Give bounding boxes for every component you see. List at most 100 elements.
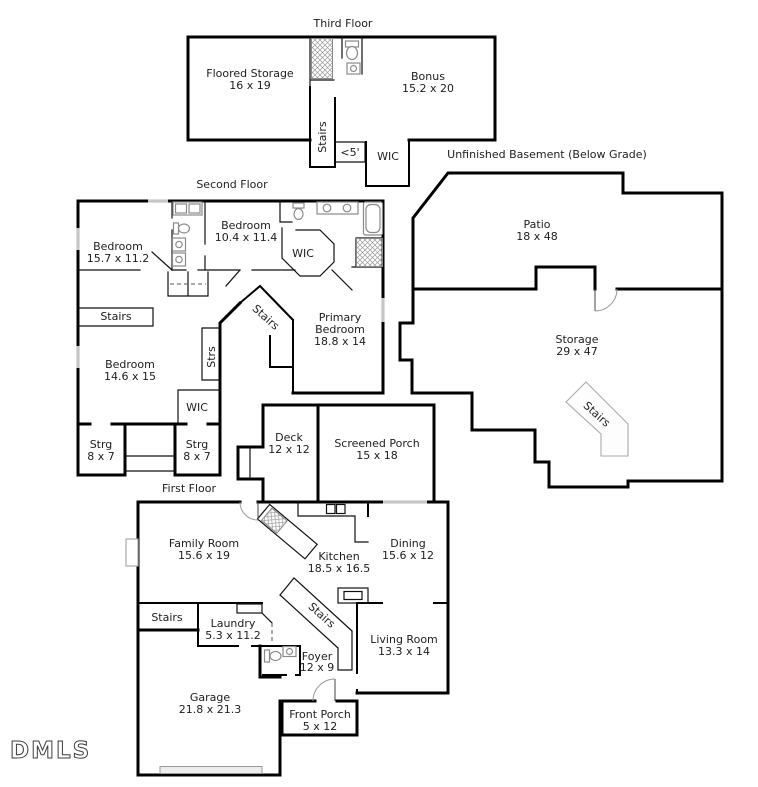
first-floor-right-wall bbox=[355, 500, 450, 695]
screened-porch-label: Screened Porch bbox=[334, 437, 419, 450]
basement-outline bbox=[398, 171, 724, 489]
low-clearance-label: <5' bbox=[340, 146, 359, 159]
foyer-label: Foyer bbox=[302, 650, 333, 663]
second-stair-band bbox=[238, 284, 295, 394]
patio-label: Patio bbox=[524, 218, 551, 231]
strg2-label: Strg bbox=[186, 438, 209, 451]
deck-dims: 12 x 12 bbox=[268, 443, 310, 456]
strg-connector bbox=[124, 455, 176, 472]
garage-door bbox=[159, 766, 263, 774]
built-in-cabinet bbox=[337, 587, 369, 604]
front-porch-box bbox=[280, 699, 359, 737]
strs-box bbox=[201, 327, 221, 381]
first-stair-band bbox=[279, 577, 353, 671]
living-room-dims: 13.3 x 14 bbox=[378, 645, 430, 658]
dmls-watermark: DMLS bbox=[10, 738, 91, 764]
bedroom1-label: Bedroom bbox=[93, 240, 143, 253]
primary-label: Primary bbox=[319, 311, 362, 324]
bedroom2-label: Bedroom bbox=[221, 219, 271, 232]
wic3-label: WIC bbox=[186, 401, 208, 414]
toilet-bowl-icon bbox=[293, 207, 304, 221]
patio-dims: 18 x 48 bbox=[516, 230, 558, 243]
garage-label: Garage bbox=[190, 691, 231, 704]
wic2-label: WIC bbox=[292, 247, 314, 260]
sink-basin-icon bbox=[285, 647, 294, 656]
deck-door-arc bbox=[239, 501, 259, 521]
wic3-walls bbox=[177, 389, 221, 425]
laundry-label: Laundry bbox=[211, 617, 256, 630]
laundry-angle-wall bbox=[261, 612, 273, 624]
shower-hatch bbox=[356, 238, 383, 267]
hall-stairs-label: Stairs bbox=[100, 310, 132, 323]
bedroom3-dims: 14.6 x 15 bbox=[104, 370, 156, 383]
floored-storage-dims: 16 x 19 bbox=[229, 79, 271, 92]
front-porch-label: Front Porch bbox=[289, 708, 351, 721]
deck-outline bbox=[236, 403, 320, 504]
basement-title: Unfinished Basement (Below Grade) bbox=[447, 148, 647, 161]
fireplace-bump bbox=[125, 538, 139, 567]
bonus-label: Bonus bbox=[411, 70, 445, 83]
deck-label: Deck bbox=[275, 431, 303, 444]
toilet-bowl-icon bbox=[269, 650, 282, 662]
third-floor-wic-walls bbox=[365, 139, 410, 187]
kitchen-sink-icon bbox=[325, 503, 336, 515]
kitchen-dims: 18.5 x 16.5 bbox=[308, 562, 371, 575]
third-floor-walls bbox=[186, 35, 497, 187]
toilet-tank-icon bbox=[263, 649, 271, 663]
wic2-walls bbox=[281, 227, 335, 277]
third-floor-title: Third Floor bbox=[313, 17, 373, 30]
sink-basin-icon bbox=[175, 255, 183, 264]
half-bath-walls bbox=[262, 645, 301, 676]
vanity-sink-icon bbox=[174, 203, 188, 214]
kitchen-label: Kitchen bbox=[318, 550, 359, 563]
water-closet-walls bbox=[279, 200, 293, 223]
family-room-label: Family Room bbox=[169, 537, 239, 550]
second-floor-outline bbox=[76, 199, 385, 426]
garage-dims: 21.8 x 21.3 bbox=[179, 703, 242, 716]
laundry-cabinet bbox=[236, 603, 263, 614]
kitchen-sink-icon bbox=[335, 503, 346, 515]
stairs-closet-label: Stairs bbox=[151, 611, 183, 624]
kitchen-counter bbox=[297, 501, 369, 543]
third-wic-label: WIC bbox=[377, 150, 399, 163]
third-floor-bath-walls bbox=[309, 36, 363, 88]
second-floor-right-lower bbox=[218, 300, 243, 426]
storage-label: Storage bbox=[555, 333, 598, 346]
dining-label: Dining bbox=[390, 537, 426, 550]
third-floor-labels: Third Floor Floored Storage 16 x 19 Bonu… bbox=[206, 17, 454, 163]
stairs-closet-walls bbox=[137, 602, 199, 647]
vanity-sink-icon bbox=[322, 203, 332, 213]
door-arc bbox=[594, 288, 618, 312]
second-floor-walls bbox=[76, 199, 385, 477]
strg-boxes bbox=[76, 422, 222, 477]
bedroom3-label: Bedroom bbox=[105, 358, 155, 371]
basement-stairs-glyph bbox=[565, 381, 629, 457]
toilet-tank-icon bbox=[172, 222, 180, 235]
bedroom-bottom-walls bbox=[77, 251, 296, 271]
front-door-arc bbox=[312, 678, 336, 702]
strg1-dims: 8 x 7 bbox=[87, 450, 115, 463]
shower-hatch bbox=[311, 38, 333, 79]
third-floor-stairs-box bbox=[309, 86, 336, 168]
toilet-bowl-icon bbox=[177, 223, 191, 234]
second-floor-labels: Second Floor Bedroom 15.7 x 11.2 Bedroom… bbox=[87, 178, 366, 463]
strg2-dims: 8 x 7 bbox=[183, 450, 211, 463]
foyer-dims: 12 x 9 bbox=[300, 661, 335, 674]
built-in-cabinet-inner bbox=[343, 590, 363, 601]
living-room-label: Living Room bbox=[370, 633, 438, 646]
basement-walls bbox=[398, 171, 724, 489]
primary-label2: Bedroom bbox=[315, 323, 365, 336]
second-floor-windows bbox=[76, 199, 385, 368]
strs-label: Strs bbox=[205, 346, 218, 368]
bonus-dims: 15.2 x 20 bbox=[402, 82, 454, 95]
storage-dims: 29 x 47 bbox=[556, 345, 598, 358]
strg1-label: Strg bbox=[90, 438, 113, 451]
primary-dims: 18.8 x 14 bbox=[314, 335, 366, 348]
bedroom1-dims: 15.7 x 11.2 bbox=[87, 252, 150, 265]
island-counter bbox=[256, 503, 319, 560]
sink-basin-icon bbox=[175, 240, 183, 249]
floored-storage-label: Floored Storage bbox=[206, 67, 294, 80]
stove-hatch-icon bbox=[260, 507, 288, 534]
